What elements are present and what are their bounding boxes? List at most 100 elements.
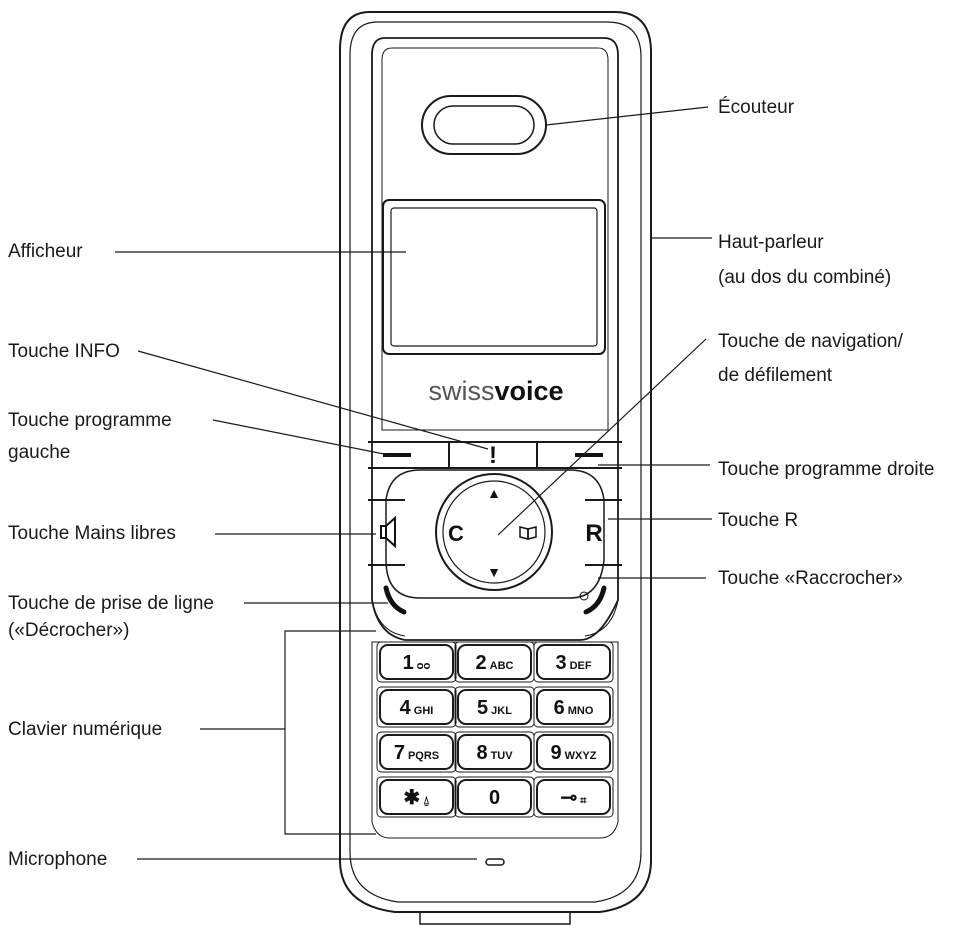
nav-down-arrow[interactable]: ▼ [487, 564, 501, 580]
label-afficheur: Afficheur [8, 241, 83, 262]
bracket-clavier [284, 630, 376, 835]
leader-prog-gauche [212, 419, 395, 457]
earpiece-inner [433, 105, 535, 145]
label-microphone: Microphone [8, 849, 108, 870]
keypad-key-face [457, 689, 532, 725]
keypad-key-frame [376, 731, 457, 773]
keypad-key-face [457, 644, 532, 680]
microphone-slot [485, 858, 505, 866]
label-navigation: Touche de navigation/ [718, 331, 903, 352]
keypad-key-digit: 5 [477, 697, 488, 719]
speaker-icon[interactable] [380, 515, 396, 549]
keypad-key-face [536, 644, 611, 680]
label-ecouteur: Écouteur [718, 97, 795, 118]
keypad-key-12[interactable]: ⊸⌗ [533, 776, 614, 818]
navigation-frame [385, 469, 605, 599]
keypad-key-letters: DEF [570, 660, 592, 672]
label-mains-libres: Touche Mains libres [8, 523, 176, 544]
label-haut-parleur-note: (au dos du combiné) [718, 267, 892, 288]
keypad-key-face [379, 779, 454, 815]
brand-logo: swissvoice [428, 376, 563, 406]
keypad-key-digit: 6 [554, 697, 565, 719]
keypad-key-digit: ✱ [403, 787, 420, 809]
leader-navigation [497, 338, 707, 536]
keypad-key-digit: 7 [394, 742, 405, 764]
keypad-key-digit: ⊸ [561, 787, 578, 809]
keypad-key-face [457, 734, 532, 770]
info-key[interactable]: ! [489, 442, 497, 469]
keypad-key-letters: ᴑᴑ [417, 660, 431, 672]
offhook-call-icon[interactable] [383, 585, 407, 615]
label-navigation-2: de défilement [718, 365, 833, 386]
power-mark-icon [579, 591, 589, 601]
keypad-key-face [457, 779, 532, 815]
keypad-key-digit: 8 [476, 742, 487, 764]
front-panel [371, 37, 619, 641]
handset-outer-shell [339, 11, 652, 913]
keypad-key-letters: ⍙ [423, 795, 430, 807]
keypad-key-face [536, 689, 611, 725]
keypad-key-face [536, 779, 611, 815]
label-touche-r: Touche R [718, 510, 799, 531]
keypad-key-digit: 3 [555, 652, 566, 674]
keypad-key-label: ⊸⌗ [561, 787, 588, 809]
nav-up-arrow[interactable]: ▲ [487, 485, 501, 501]
keypad-frame [371, 641, 619, 839]
keypad-key-frame [533, 776, 614, 818]
keypad-key-letters: JKL [491, 705, 512, 717]
keypad-key-11[interactable]: 0 [454, 776, 535, 818]
keypad-key-digit: 9 [551, 742, 562, 764]
handset-inner-rim [349, 21, 642, 903]
front-panel-inner [381, 47, 609, 431]
label-clavier: Clavier numérique [8, 719, 163, 740]
display-screen-inner [390, 207, 598, 347]
keypad-key-digit: 2 [476, 652, 487, 674]
keypad-key-frame [376, 686, 457, 728]
keypad-key-3[interactable]: 3 DEF [533, 641, 614, 683]
phonebook-icon[interactable] [519, 526, 537, 540]
navigation-ring-inner [442, 480, 546, 584]
leader-ecouteur [545, 106, 709, 126]
display-screen [382, 199, 606, 355]
keypad-key-10[interactable]: ✱⍙ [376, 776, 457, 818]
keypad-key-digit: 4 [400, 697, 412, 719]
keypad-key-letters: PQRS [408, 750, 439, 762]
keypad-key-label: ✱⍙ [403, 787, 430, 809]
label-prog-droite: Touche programme droite [718, 459, 935, 480]
label-prise-ligne-2: («Décrocher») [8, 620, 130, 641]
keypad-key-letters: WXYZ [565, 750, 597, 762]
keypad-key-frame [533, 641, 614, 683]
clear-key[interactable]: C [448, 521, 464, 546]
keypad-key-digit: 1 [403, 652, 414, 674]
r-key[interactable]: R [585, 520, 602, 547]
onhook-end-icon[interactable] [583, 585, 607, 615]
label-haut-parleur: Haut-parleur [718, 232, 824, 253]
keypad-key-face [379, 644, 454, 680]
keypad-key-letters: ABC [490, 660, 514, 672]
keypad-key-frame [376, 776, 457, 818]
keypad-key-frame [376, 641, 457, 683]
keypad-key-label: 0 [489, 787, 500, 809]
keypad-key-digit: 0 [489, 787, 500, 809]
label-touche-info: Touche INFO [8, 341, 120, 362]
keypad-key-label: 3 DEF [555, 652, 591, 674]
label-prise-ligne: Touche de prise de ligne [8, 593, 214, 614]
keypad-key-letters: ⌗ [579, 795, 587, 807]
keypad-key-frame [533, 731, 614, 773]
navigation-ring [435, 473, 553, 591]
